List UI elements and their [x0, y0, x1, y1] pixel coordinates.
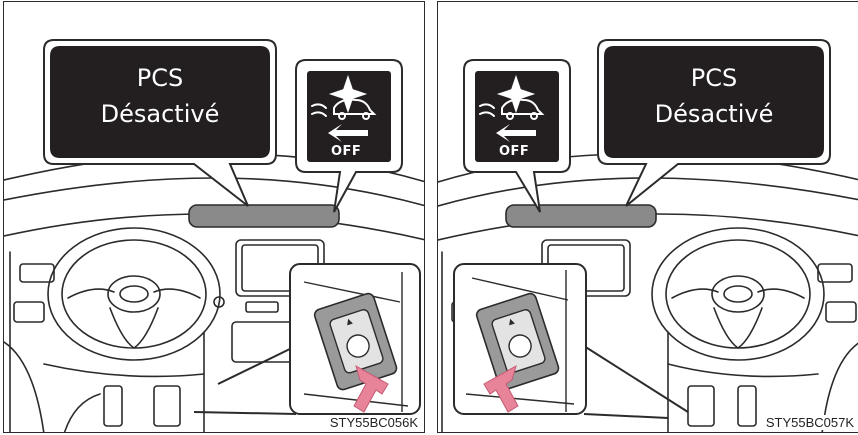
- image-code: STY55BC057K: [764, 415, 856, 430]
- pcs-off-label: OFF: [499, 144, 529, 159]
- message-line-2: Désactivé: [50, 96, 270, 132]
- callout-message: PCS Désactivé: [604, 60, 824, 132]
- pcs-off-label: OFF: [331, 144, 361, 159]
- message-line-1: PCS: [50, 60, 270, 96]
- message-line-2: Désactivé: [604, 96, 824, 132]
- illustration-panel-right: PCS Désactivé OFF STY55BC057K: [437, 1, 858, 433]
- image-code: STY55BC056K: [328, 415, 420, 430]
- illustration-panel-left: PCS Désactivé OFF STY55BC056K: [3, 1, 425, 433]
- message-line-1: PCS: [604, 60, 824, 96]
- callout-message: PCS Désactivé: [50, 60, 270, 132]
